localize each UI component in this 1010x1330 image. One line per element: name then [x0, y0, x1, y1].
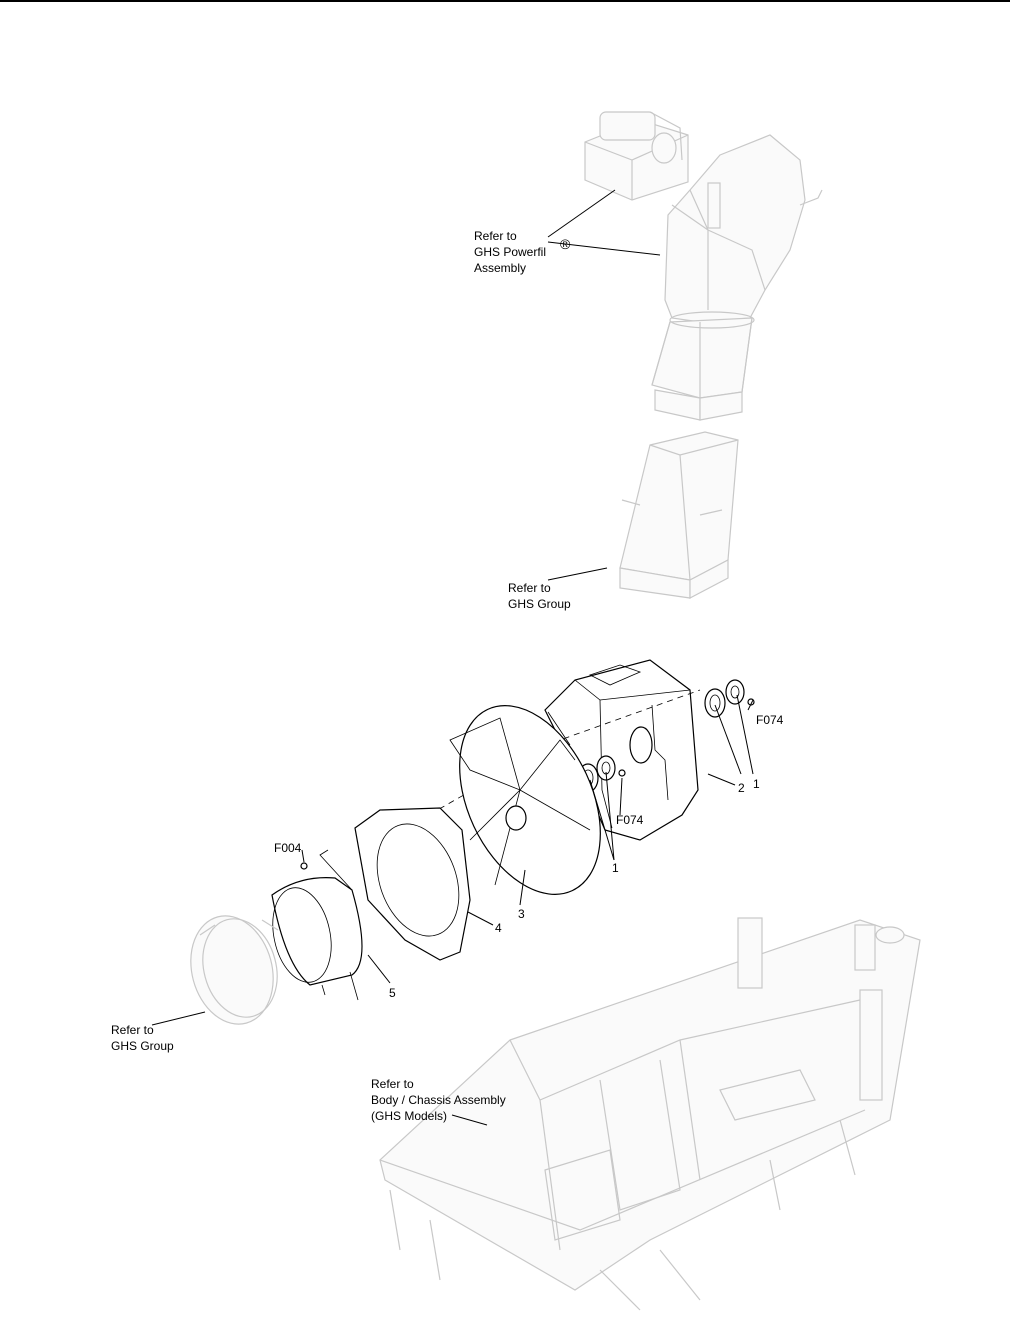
chassis-illustration [379, 917, 921, 1311]
callout-powerfil-line3: Assembly [474, 261, 526, 275]
callout-powerfil: Refer to GHS Powerfil ® Assembly [474, 229, 571, 275]
label-item-4: 4 [495, 921, 502, 935]
callout-chassis: Refer to Body / Chassis Assembly (GHS Mo… [371, 1077, 506, 1123]
callout-ghs-group-upper-line1: Refer to [508, 581, 551, 595]
callout-chassis-line2: Body / Chassis Assembly [371, 1093, 506, 1107]
callout-ghs-group-lower-line1: Refer to [111, 1023, 154, 1037]
callout-ghs-group-upper-line2: GHS Group [508, 597, 571, 611]
top-rule [0, 0, 1010, 2]
upper-duct-illustration [619, 431, 739, 599]
label-f004: F004 [274, 841, 302, 855]
label-f074-center: F074 [616, 813, 644, 827]
impeller-part [449, 705, 601, 895]
powerfil-assembly-illustration [584, 111, 823, 421]
inlet-ring-part [271, 849, 363, 1001]
callout-chassis-line3: (GHS Models) [371, 1109, 447, 1123]
callout-chassis-line1: Refer to [371, 1077, 414, 1091]
label-item-1-right: 1 [753, 777, 760, 791]
callout-powerfil-line1: Refer to [474, 229, 517, 243]
back-plate-part [354, 807, 471, 961]
callout-powerfil-line2: GHS Powerfil [474, 245, 546, 259]
label-item-1-center: 1 [612, 861, 619, 875]
registered-mark: ® [560, 236, 571, 252]
label-f074-right: F074 [756, 713, 784, 727]
leader-lines [151, 189, 754, 1126]
blower-housing-part [544, 659, 699, 841]
fastener-f004 [300, 862, 308, 870]
callout-ghs-group-upper: Refer to GHS Group [508, 581, 571, 611]
callout-ghs-group-lower-line2: GHS Group [111, 1039, 174, 1053]
label-item-5: 5 [389, 986, 396, 1000]
callout-ghs-group-lower: Refer to GHS Group [111, 1023, 174, 1053]
part-number-labels: F074 F074 F004 1 1 2 3 4 5 [274, 713, 784, 1000]
lower-ring-illustration [190, 915, 279, 1025]
bearing-set-right [704, 679, 755, 718]
label-item-3: 3 [518, 907, 525, 921]
label-item-2: 2 [738, 781, 745, 795]
